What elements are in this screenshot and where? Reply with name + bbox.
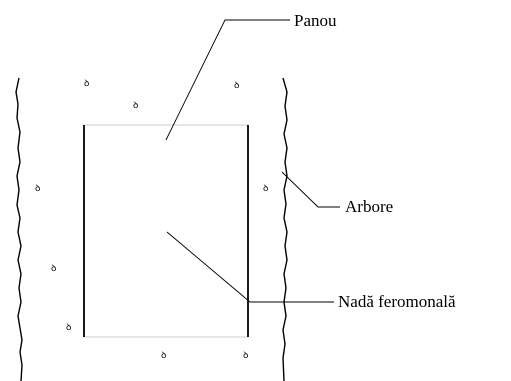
bark-mark: ꝺ [84,79,89,89]
tree-left-edge [15,77,23,381]
panel-leader-line [165,19,290,141]
tree-label: Arbore [345,197,393,216]
tree-right-edge [282,77,288,381]
bark-mark: ꝺ [161,351,166,361]
bark-mark: ꝺ [51,264,56,274]
bark-mark: ꝺ [263,184,268,194]
panel-label: Panou [294,11,337,30]
tree-leader-line [281,171,340,208]
lure-label: Nadă feromonală [338,292,456,311]
bark-mark: ꝺ [35,184,40,194]
bark-marks: ꝺ ꝺ ꝺ ꝺ ꝺ ꝺ ꝺ ꝺ ꝺ [35,79,268,361]
bark-mark: ꝺ [66,323,71,333]
lure-leader-line [166,231,334,303]
bark-mark: ꝺ [234,81,239,91]
bark-mark: ꝺ [133,101,138,111]
bark-mark: ꝺ [243,351,248,361]
